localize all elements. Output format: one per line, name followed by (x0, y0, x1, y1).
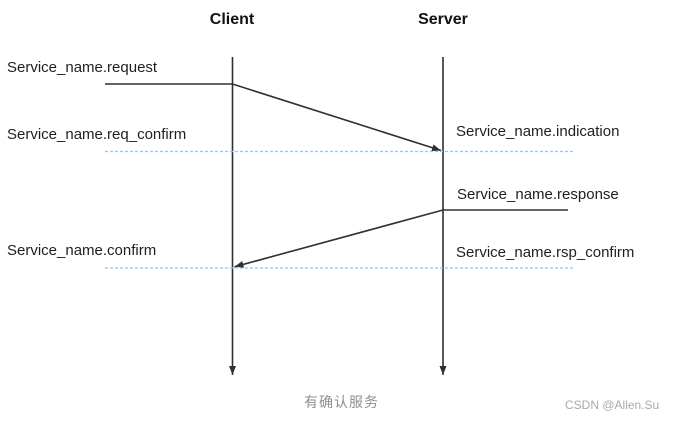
diagram-caption: 有确认服务 (304, 394, 379, 410)
server-title: Server (418, 11, 468, 28)
response-arrow (234, 209, 568, 268)
label-request: Service_name.request (7, 59, 158, 76)
client-title: Client (209, 11, 255, 28)
label-req-confirm: Service_name.req_confirm (7, 126, 187, 143)
label-rsp-confirm: Service_name.rsp_confirm (456, 244, 635, 261)
request-arrow (105, 83, 442, 152)
label-indication: Service_name.indication (456, 123, 620, 140)
label-response: Service_name.response (457, 186, 619, 203)
label-confirm: Service_name.confirm (7, 242, 157, 259)
watermark: CSDN @Allen.Su (565, 398, 660, 412)
